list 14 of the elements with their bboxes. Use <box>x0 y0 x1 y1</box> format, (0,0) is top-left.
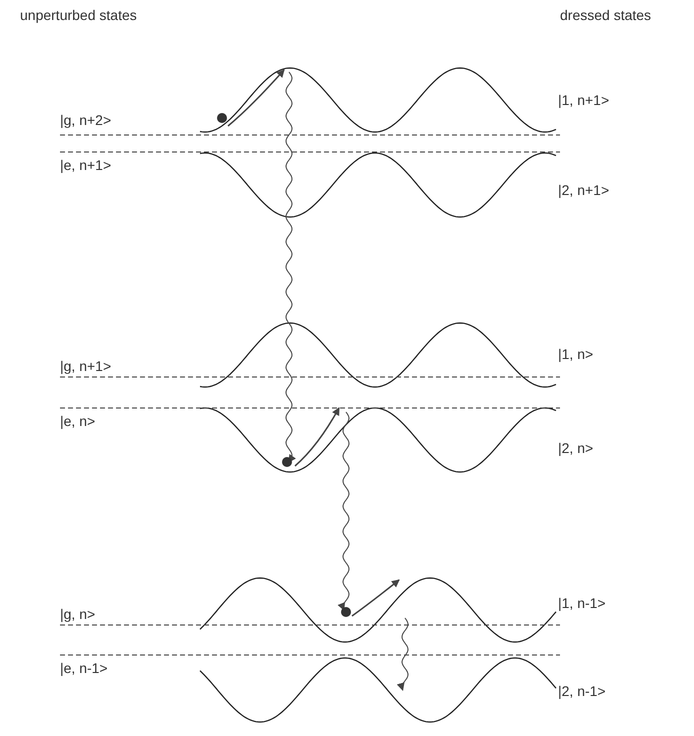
state-label: |1, n> <box>558 346 594 362</box>
column-heading: unperturbed states <box>20 7 137 23</box>
state-label: |2, n-1> <box>558 683 606 699</box>
state-label: |e, n+1> <box>60 157 112 173</box>
column-heading: dressed states <box>560 7 652 23</box>
state-label: |2, n+1> <box>558 182 610 198</box>
state-label: |2, n> <box>558 440 594 456</box>
state-label: |g, n+2> <box>60 112 112 128</box>
state-label: |e, n-1> <box>60 660 108 676</box>
state-label: |g, n> <box>60 606 96 622</box>
state-label: |1, n-1> <box>558 595 606 611</box>
state-label: |g, n+1> <box>60 358 112 374</box>
state-label: |e, n> <box>60 413 96 429</box>
state-label: |1, n+1> <box>558 92 610 108</box>
